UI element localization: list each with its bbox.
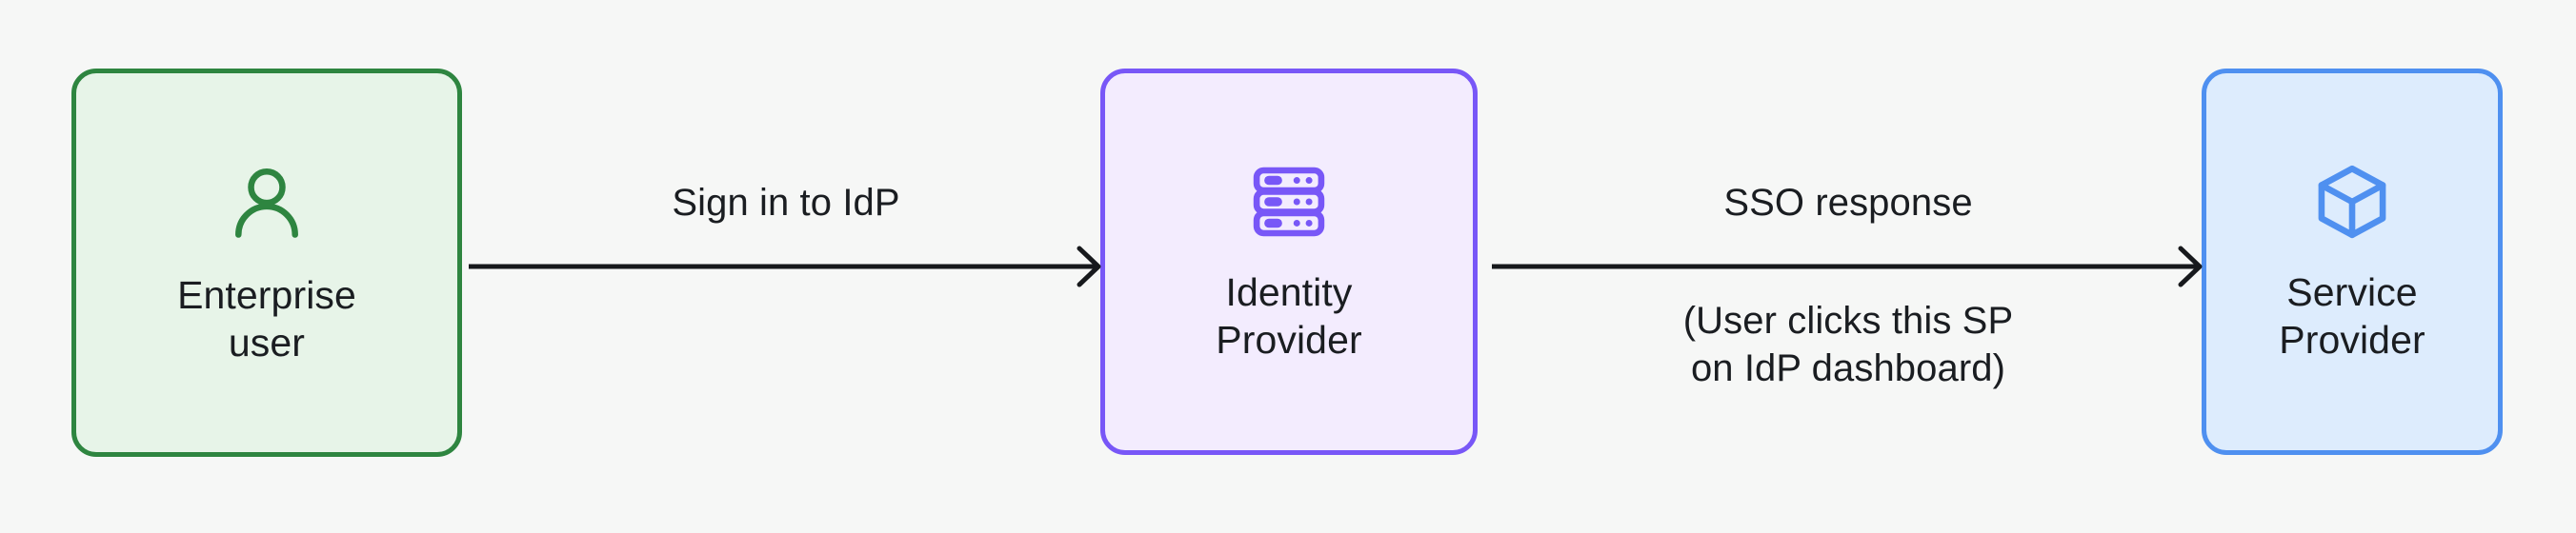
arrow-label-sign-in-to-idp: Sign in to IdP <box>672 182 900 224</box>
node-service-provider[interactable]: Service Provider <box>2202 69 2503 455</box>
cube-icon <box>2310 160 2394 244</box>
arrow-sso-response <box>1492 236 2204 297</box>
server-icon <box>1247 160 1331 244</box>
arrow-note-user-clicks-sp: (User clicks this SP on IdP dashboard) <box>1682 300 2014 389</box>
node-label-identity-provider: Identity Provider <box>1216 269 1362 362</box>
node-enterprise-user[interactable]: Enterprise user <box>71 69 462 457</box>
arrow-label-sso-response: SSO response <box>1723 182 1973 224</box>
node-label-service-provider: Service Provider <box>2279 269 2425 362</box>
user-icon <box>223 159 311 247</box>
node-identity-provider[interactable]: Identity Provider <box>1100 69 1478 455</box>
node-label-enterprise-user: Enterprise user <box>177 272 356 365</box>
arrow-sign-in-to-idp <box>469 236 1103 297</box>
